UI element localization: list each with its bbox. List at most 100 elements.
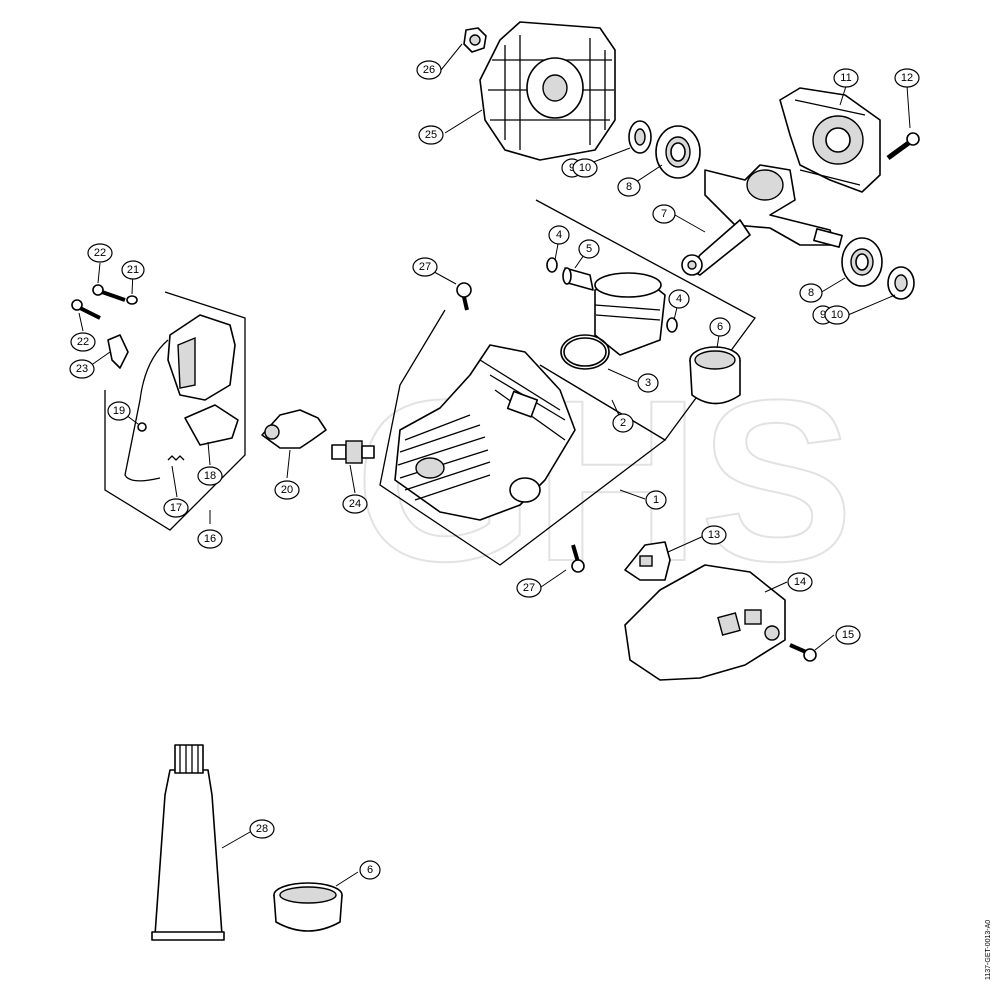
svg-text:11: 11: [840, 72, 851, 84]
svg-text:3: 3: [645, 377, 651, 389]
flywheel: [479, 21, 616, 161]
screw-22-upper: [92, 284, 126, 302]
intake-manifold: [624, 564, 786, 681]
callout-22-upper: 22: [87, 243, 113, 263]
callout-23: 23: [69, 359, 95, 379]
decompression-valve: [261, 409, 327, 449]
spark-plug: [331, 440, 375, 464]
svg-text:27: 27: [419, 261, 431, 273]
callout-10-upper: 10: [572, 158, 598, 178]
callout-25: 25: [418, 125, 444, 145]
callout-26: 26: [416, 60, 442, 80]
svg-text:23: 23: [76, 363, 88, 375]
ignition-module-frame: [104, 291, 246, 531]
callout-8-lower: 8: [799, 283, 823, 303]
ring-band-lower: [273, 882, 343, 932]
callout-27-lower: 27: [516, 578, 542, 598]
screw-27-upper: [456, 282, 472, 311]
callout-17: 17: [163, 498, 189, 518]
svg-text:24: 24: [349, 498, 361, 510]
washer-21: [126, 295, 138, 305]
svg-text:18: 18: [204, 470, 216, 482]
crankcase-screw: [886, 132, 920, 161]
svg-text:14: 14: [794, 576, 806, 588]
oil-seal-lower: [887, 266, 915, 300]
sealant-tube: [151, 744, 225, 941]
piston-pin: [562, 267, 594, 291]
svg-text:21: 21: [127, 264, 139, 276]
bearing-upper: [655, 125, 701, 179]
callout-24: 24: [342, 494, 368, 514]
callout-20: 20: [274, 480, 300, 500]
drawing-reference: 1137-GET-0013-A0: [985, 920, 992, 980]
circlip-a: [546, 257, 558, 273]
callout-1: 1: [645, 490, 667, 510]
svg-text:22: 22: [77, 336, 89, 348]
svg-text:2: 2: [620, 417, 626, 429]
svg-text:6: 6: [717, 321, 723, 333]
svg-text:25: 25: [425, 129, 437, 141]
crankshaft: [681, 164, 843, 276]
crankcase-half: [779, 87, 881, 193]
callout-21: 21: [121, 260, 145, 280]
svg-text:7: 7: [661, 208, 667, 220]
svg-text:10: 10: [579, 162, 591, 174]
leader-lines: [78, 43, 911, 887]
manifold-screw: [789, 643, 817, 662]
callout-19: 19: [107, 401, 131, 421]
svg-text:17: 17: [170, 502, 182, 514]
ignition-lead: [124, 339, 169, 482]
svg-text:12: 12: [901, 72, 913, 84]
svg-text:15: 15: [842, 629, 854, 641]
svg-text:4: 4: [556, 229, 562, 241]
callout-22-lower: 22: [70, 332, 96, 352]
svg-text:1: 1: [653, 494, 659, 506]
svg-text:6: 6: [367, 864, 373, 876]
circlip-b: [666, 317, 678, 333]
screw-27-lower: [571, 544, 585, 573]
callout-7: 7: [652, 204, 676, 224]
svg-text:9: 9: [820, 309, 826, 321]
callout-6-upper: 6: [709, 317, 731, 337]
callout-8-upper: 8: [617, 177, 641, 197]
callout-13: 13: [701, 525, 727, 545]
gasket: [624, 541, 671, 581]
ignition-module: [167, 314, 236, 401]
callout-27-upper: 27: [412, 257, 438, 277]
callout-15: 15: [835, 625, 861, 645]
spring: [167, 455, 185, 461]
ring-band-upper: [689, 346, 741, 405]
svg-text:10: 10: [831, 309, 843, 321]
svg-text:28: 28: [256, 823, 268, 835]
svg-text:8: 8: [626, 181, 632, 193]
callout-18: 18: [197, 466, 223, 486]
flywheel-nut: [463, 27, 487, 53]
callout-3: 3: [637, 373, 659, 393]
callout-6-lower: 6: [359, 860, 381, 880]
svg-text:5: 5: [586, 243, 592, 255]
svg-text:8: 8: [808, 287, 814, 299]
clip-23: [107, 334, 129, 369]
callout-14: 14: [787, 572, 813, 592]
oil-seal-upper: [628, 120, 652, 154]
callout-10-lower: 10: [824, 305, 850, 325]
svg-text:4: 4: [676, 293, 682, 305]
callout-5: 5: [578, 239, 600, 259]
callout-16: 16: [197, 529, 223, 549]
spark-plug-boot: [184, 404, 239, 446]
callout-28: 28: [249, 819, 275, 839]
svg-text:26: 26: [423, 64, 435, 76]
callout-11: 11: [833, 68, 859, 88]
cylinder-frame: [379, 309, 667, 566]
svg-text:13: 13: [708, 529, 720, 541]
screw-22-lower: [71, 299, 101, 320]
svg-text:20: 20: [281, 484, 293, 496]
callout-12: 12: [894, 68, 920, 88]
svg-text:16: 16: [204, 533, 216, 545]
svg-text:9: 9: [569, 162, 575, 174]
svg-text:27: 27: [523, 582, 535, 594]
svg-text:22: 22: [94, 247, 106, 259]
callout-2: 2: [612, 413, 634, 433]
bearing-lower: [841, 237, 883, 287]
